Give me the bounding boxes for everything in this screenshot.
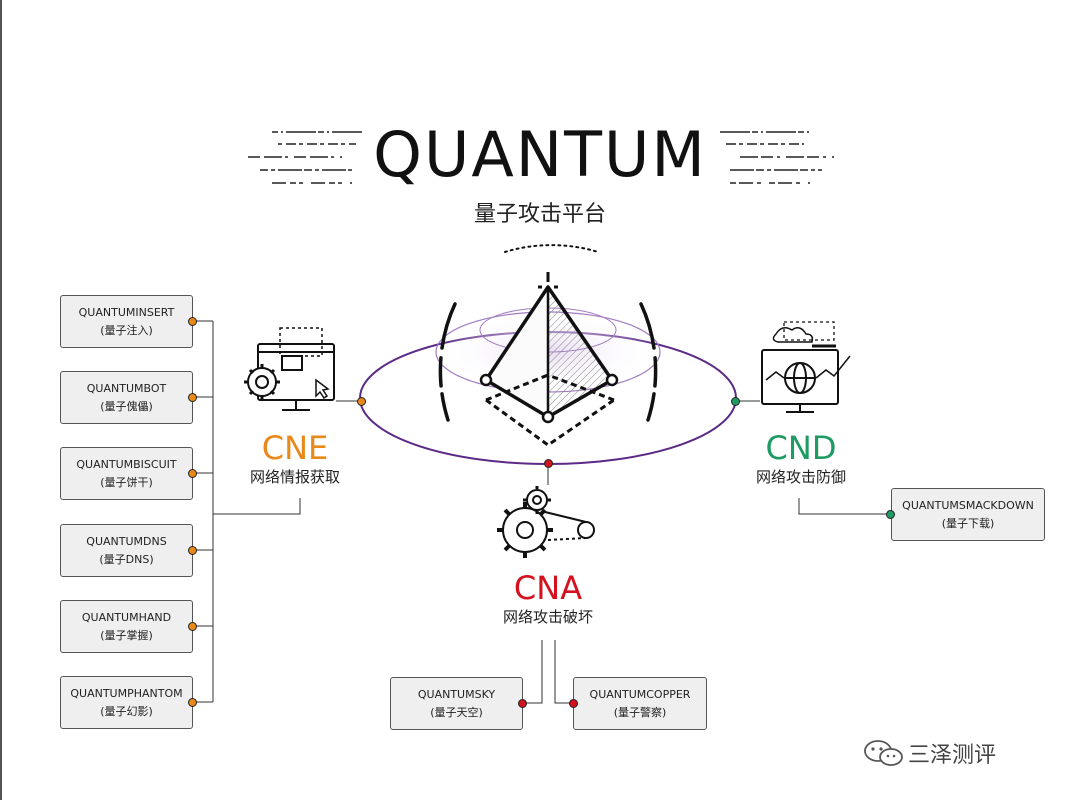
page-edge (0, 0, 2, 800)
tool-box-quantumbiscuit: QUANTUMBISCUIT (量子饼干) (60, 447, 193, 500)
orbit-dot-cne (357, 397, 366, 406)
page-title: QUANTUM (373, 118, 707, 191)
tool-cn-name: (量子DNS) (99, 553, 154, 566)
tool-cn-name: (量子饼干) (100, 476, 153, 489)
category-abbr: CND (765, 429, 837, 467)
connector-dot (188, 317, 197, 326)
tool-name: QUANTUMBOT (86, 382, 167, 395)
cna-gears-icon (497, 486, 595, 558)
tool-cn-name: (量子天空) (430, 706, 483, 719)
pyramid-icon (479, 272, 619, 447)
category-cne: CNE 网络情报获取 (220, 430, 370, 488)
tool-cn-name: (量子注入) (100, 324, 153, 337)
tool-box-quantumhand: QUANTUMHAND (量子掌握) (60, 600, 193, 653)
category-abbr: CNE (261, 429, 329, 467)
tool-box-quantumdns: QUANTUMDNS (量子DNS) (60, 524, 193, 577)
category-desc: 网络攻击防御 (755, 468, 846, 486)
watermark-text: 三泽测评 (908, 743, 997, 768)
orbit-dot-cnd (731, 397, 740, 406)
tool-name: QUANTUMSKY (417, 688, 496, 701)
tool-box-quantuminsert: QUANTUMINSERT (量子注入) (60, 295, 193, 348)
page-subtitle: 量子攻击平台 (473, 202, 606, 227)
tool-name: QUANTUMINSERT (78, 306, 175, 319)
wechat-icon (864, 740, 903, 766)
cnd-computer-globe-icon (761, 321, 851, 413)
tool-cn-name: (量子警察) (613, 706, 667, 719)
title-decoration-left (248, 131, 362, 184)
orbit-dot-cna (544, 459, 553, 468)
connectors (192, 320, 890, 704)
cne-computer-gear-icon (244, 327, 335, 411)
connector-dot (518, 699, 527, 708)
tool-box-quantumcopper: QUANTUMCOPPER (量子警察) (573, 677, 707, 730)
tool-name: QUANTUMCOPPER (589, 688, 691, 701)
tool-name: QUANTUMBISCUIT (76, 458, 177, 471)
tool-box-quantumsmackdown: QUANTUMSMACKDOWN (量子下载) (891, 488, 1045, 541)
tool-cn-name: (量子幻影) (100, 705, 153, 718)
tool-name: QUANTUMHAND (81, 611, 172, 624)
tool-name: QUANTUMDNS (86, 535, 167, 548)
connector-dot (188, 469, 197, 478)
tool-box-quantumsky: QUANTUMSKY (量子天空) (390, 677, 523, 730)
tool-cn-name: (量子傀儡) (100, 400, 153, 413)
category-cna: CNA 网络攻击破坏 (473, 570, 623, 628)
connector-dot (188, 546, 197, 555)
category-cnd: CND 网络攻击防御 (726, 430, 876, 488)
category-desc: 网络情报获取 (249, 468, 340, 486)
connector-dot (569, 699, 578, 708)
category-desc: 网络攻击破坏 (502, 608, 593, 626)
tool-cn-name: (量子掌握) (100, 629, 153, 642)
connector-dot (188, 622, 197, 631)
tool-name: QUANTUMPHANTOM (70, 687, 183, 700)
connector-dot (886, 510, 895, 519)
tool-cn-name: (量子下载) (941, 517, 995, 530)
connector-dot (188, 393, 197, 402)
title-decoration-right (720, 131, 834, 184)
tool-box-quantumphantom: QUANTUMPHANTOM (量子幻影) (60, 676, 193, 729)
tool-box-quantumbot: QUANTUMBOT (量子傀儡) (60, 371, 193, 424)
connector-dot (188, 698, 197, 707)
category-abbr: CNA (513, 569, 583, 607)
pyramid-arcs (438, 244, 658, 422)
tool-name: QUANTUMSMACKDOWN (902, 499, 1034, 512)
